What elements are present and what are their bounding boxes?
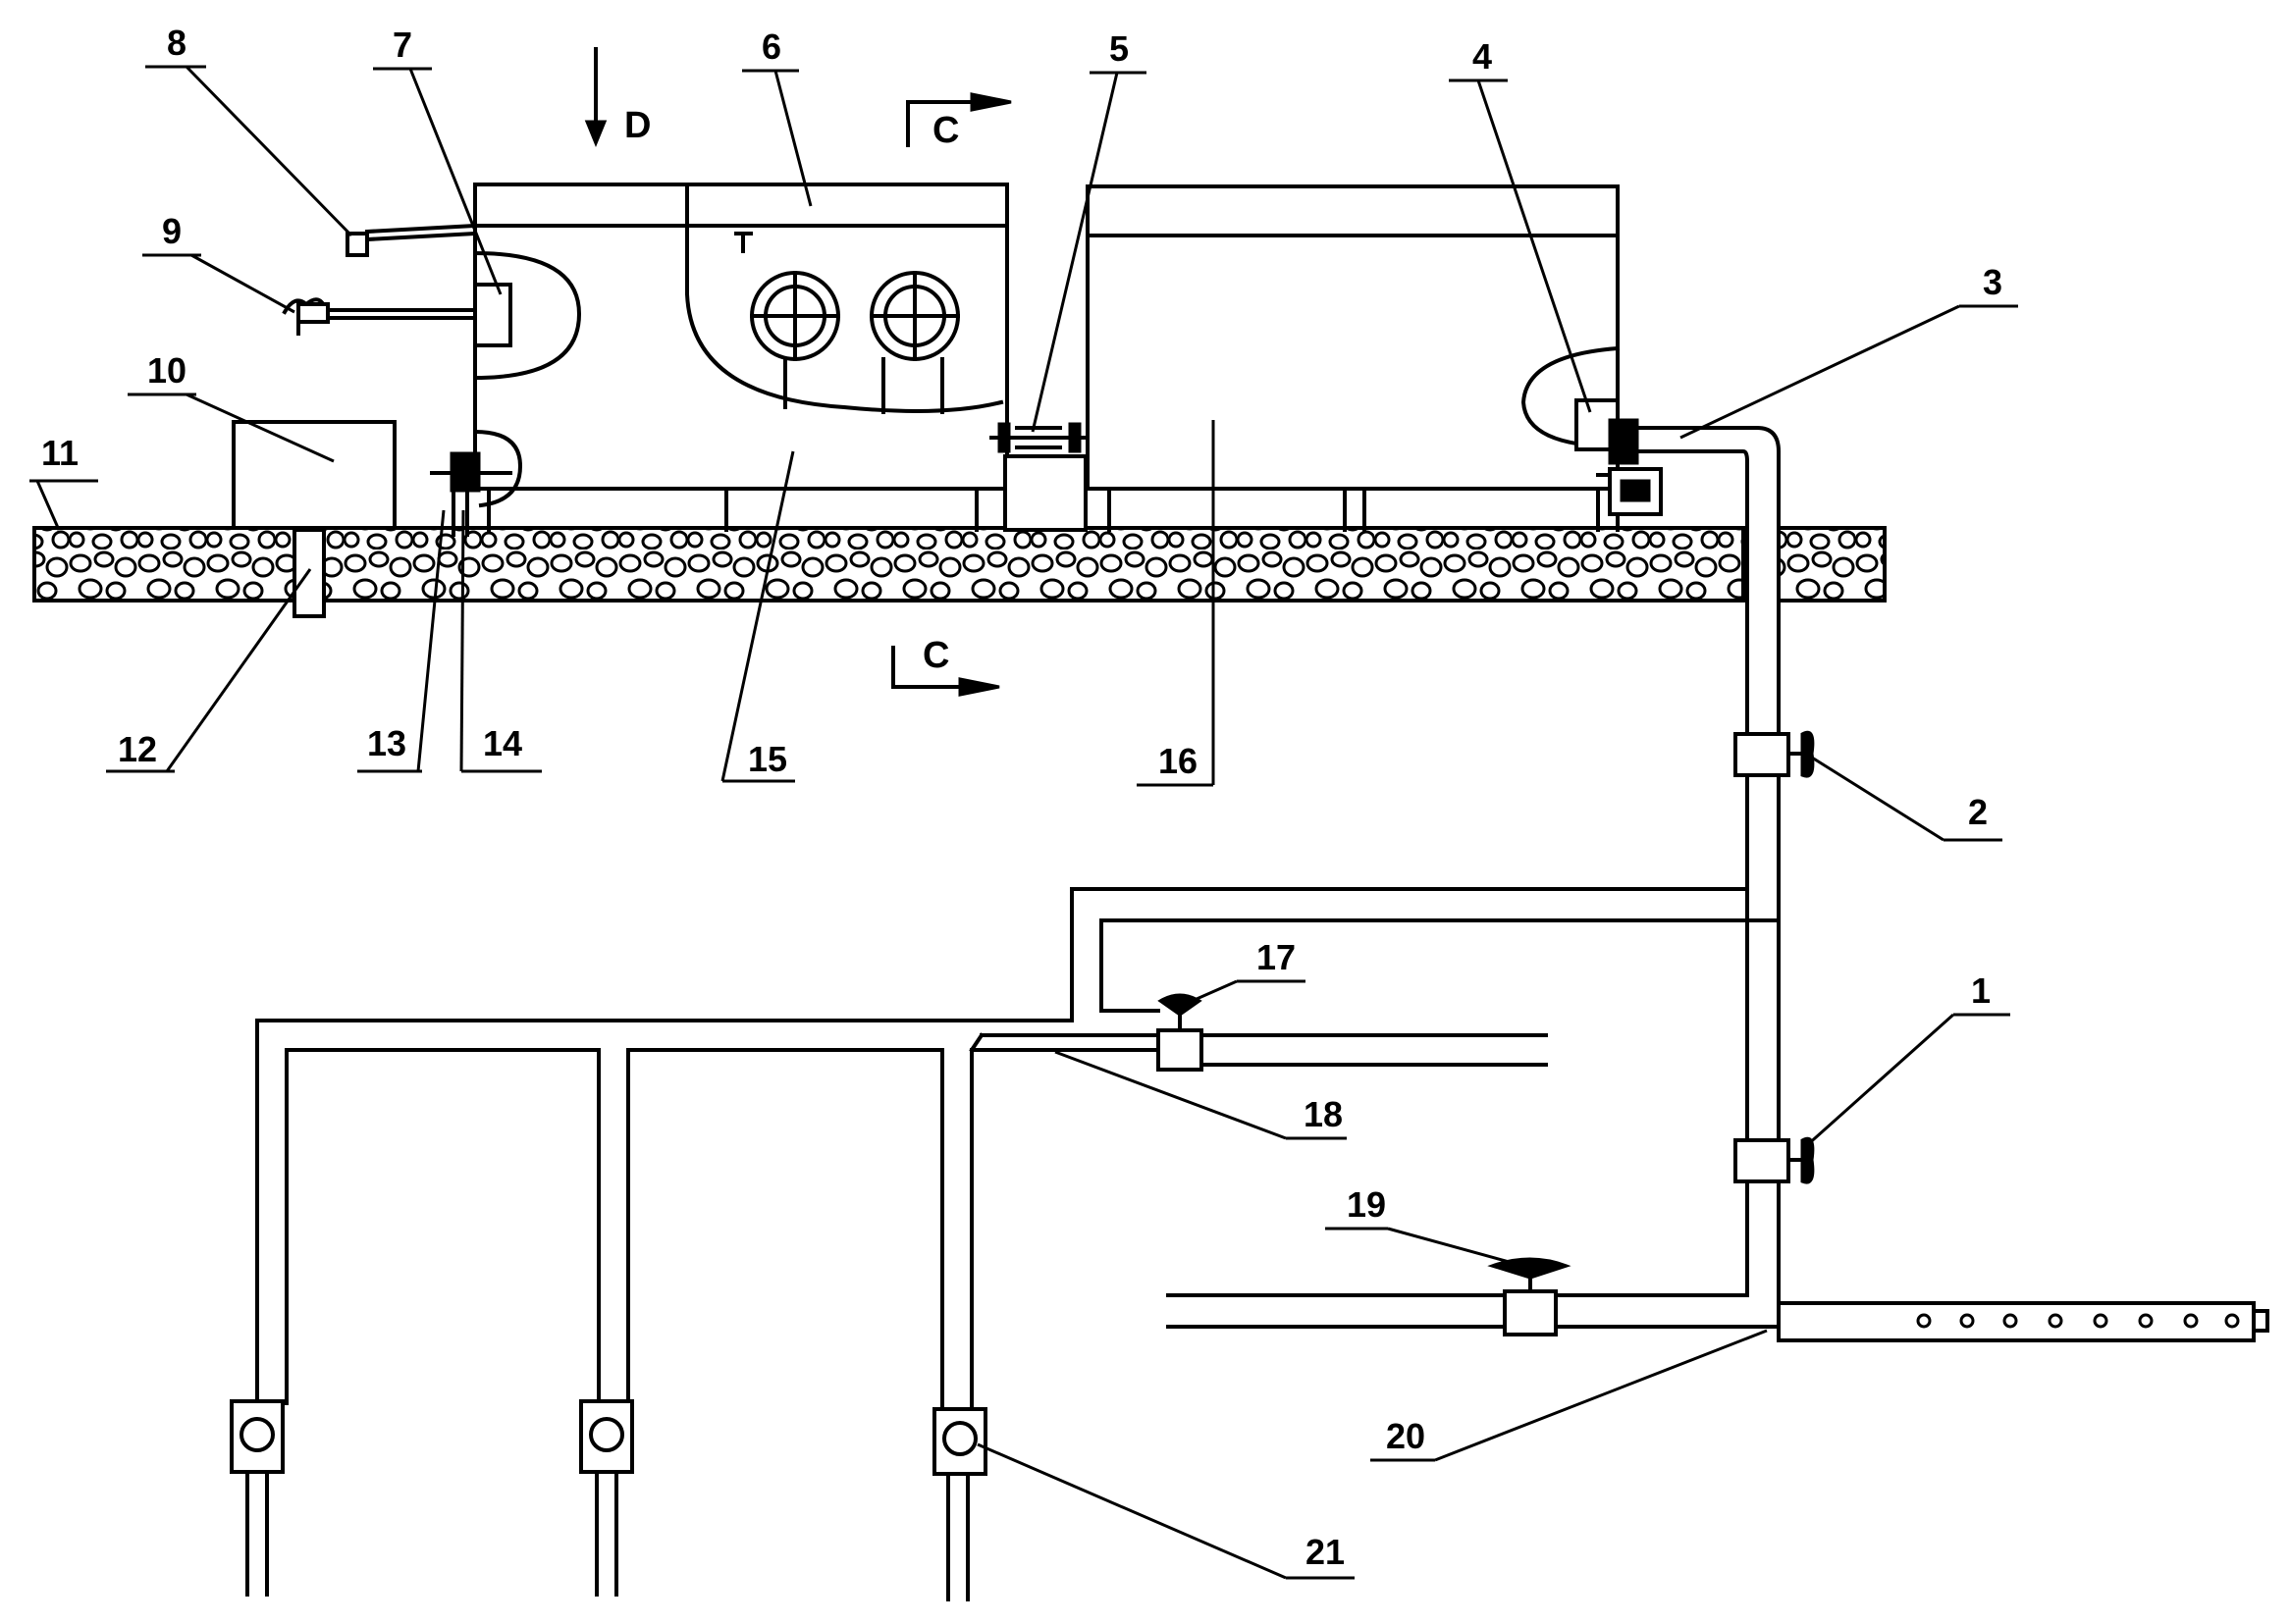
faucet: [282, 297, 477, 336]
view-mark-c-top: C: [932, 110, 959, 151]
label-12: 12: [118, 729, 157, 769]
label-10: 10: [147, 350, 186, 391]
label-6: 6: [762, 26, 781, 67]
coupling: [989, 422, 1101, 532]
label-9: 9: [162, 211, 182, 251]
label-11: 11: [41, 433, 79, 473]
left-machine: [430, 183, 1009, 537]
view-mark-c-bottom: C: [923, 635, 949, 676]
spray-pipe: [1166, 1293, 2269, 1342]
label-21: 21: [1305, 1532, 1345, 1572]
label-15: 15: [748, 739, 787, 779]
outlet-pipe: [1635, 426, 1781, 900]
label-7: 7: [393, 25, 412, 65]
label-16: 16: [1158, 741, 1198, 781]
callouts: 1 2 3 4 5 6 7 8 9 10: [29, 23, 2018, 1580]
label-5: 5: [1109, 28, 1129, 69]
label-20: 20: [1386, 1416, 1425, 1456]
valve-2: [1733, 730, 1815, 778]
label-2: 2: [1968, 792, 1988, 832]
label-19: 19: [1347, 1184, 1386, 1225]
label-4: 4: [1472, 36, 1492, 77]
view-mark-d: D: [624, 105, 651, 146]
ground-slab: [32, 524, 1887, 618]
label-18: 18: [1304, 1094, 1343, 1134]
label-1: 1: [1971, 970, 1991, 1011]
view-marks: D C C: [584, 47, 1012, 697]
label-3: 3: [1983, 262, 2002, 302]
label-13: 13: [367, 723, 406, 763]
valve-19: [1487, 1257, 1571, 1336]
valve-17: [1156, 993, 1203, 1072]
right-machine: [1086, 184, 1663, 532]
roller-pair: [750, 271, 960, 414]
distribution-pipes: [245, 887, 1781, 1601]
flow-meters: [230, 1399, 987, 1476]
control-box: [232, 420, 397, 530]
overflow-pipe: [346, 223, 478, 257]
label-14: 14: [483, 723, 522, 763]
valve-1: [1733, 1136, 1815, 1184]
label-8: 8: [167, 23, 186, 63]
label-17: 17: [1256, 937, 1296, 977]
